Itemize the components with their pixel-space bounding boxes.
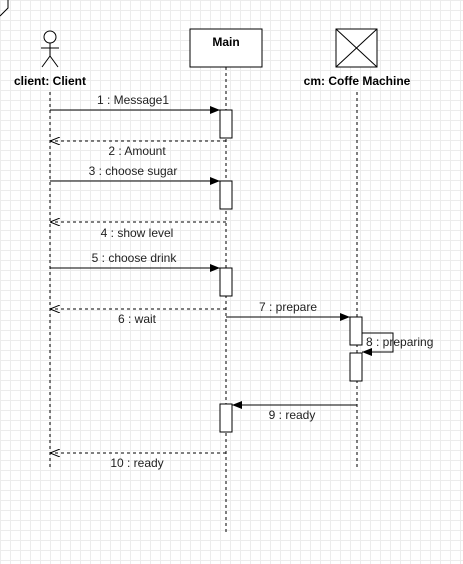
message-1[interactable]: 1 : Message1	[50, 93, 220, 114]
message-6[interactable]: 6 : wait	[50, 309, 226, 326]
actor-icon	[41, 30, 59, 68]
participant-label: client: Client	[14, 74, 86, 88]
message-5[interactable]: 5 : choose drink	[50, 251, 220, 272]
message-3[interactable]: 3 : choose sugar	[50, 164, 220, 185]
message-label: 9 : ready	[269, 408, 316, 422]
participant-main[interactable]: Main	[189, 28, 263, 68]
participant-coffee-machine[interactable]: cm: Coffe Machine	[304, 28, 411, 88]
message-8[interactable]: 8 : preparing	[362, 332, 433, 356]
message-4[interactable]: 4 : show level	[50, 222, 226, 240]
activation-bar	[219, 180, 233, 210]
message-2[interactable]: 2 : Amount	[50, 141, 226, 158]
activation-bar	[349, 352, 363, 382]
message-label: 5 : choose drink	[92, 251, 178, 265]
participant-label: cm: Coffe Machine	[304, 74, 411, 88]
message-9[interactable]: 9 : ready	[232, 401, 357, 422]
activation-bar	[219, 267, 233, 297]
participant-label: Main	[212, 35, 239, 49]
message-label: 8 : preparing	[366, 335, 433, 349]
message-label: 10 : ready	[110, 456, 163, 470]
message-label: 1 : Message1	[97, 93, 169, 107]
message-7[interactable]: 7 : prepare	[226, 300, 350, 321]
message-label: 3 : choose sugar	[89, 164, 178, 178]
self-message-arrow	[362, 332, 394, 356]
message-label: 2 : Amount	[108, 144, 166, 158]
message-10[interactable]: 10 : ready	[50, 453, 226, 470]
message-label: 7 : prepare	[259, 300, 317, 314]
activation-bar	[349, 316, 363, 346]
message-label: 6 : wait	[118, 312, 157, 326]
activation-bar	[219, 403, 233, 433]
message-label: 4 : show level	[101, 226, 174, 240]
participant-client[interactable]: client: Client	[14, 30, 86, 88]
corner-fragment	[0, 0, 9, 17]
participant-box	[189, 28, 263, 68]
crossed-box-icon	[335, 28, 378, 68]
activation-bar	[219, 109, 233, 139]
